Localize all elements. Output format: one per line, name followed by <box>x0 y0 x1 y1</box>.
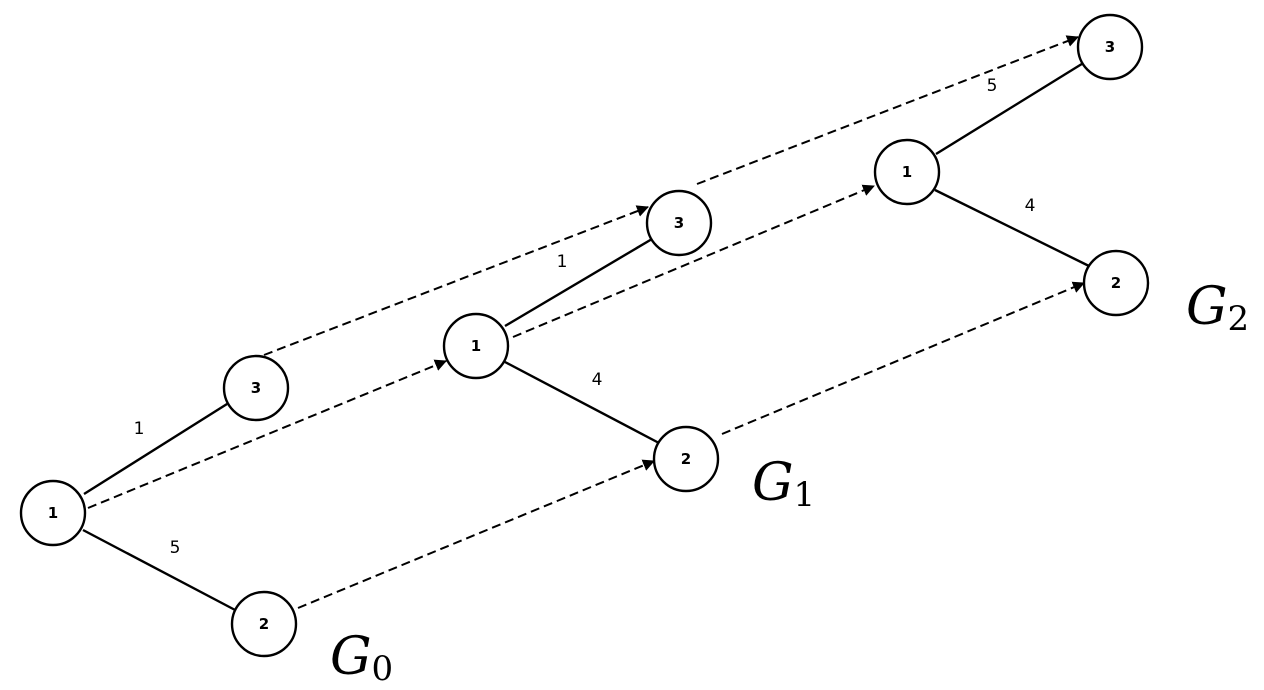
graph-label-g2: G2 <box>1186 277 1249 339</box>
node-g1-1: 1 <box>442 312 510 380</box>
transition-arrow-g0-node1-to-g1-node1 <box>87 359 447 509</box>
edge-g0-1-3 <box>83 402 228 496</box>
edge-g2-1-3 <box>935 60 1086 156</box>
edge-g0-1-2 <box>82 528 238 613</box>
graph-g2: 5 4 1 3 2 G2 <box>873 13 1249 339</box>
edge-g1-1-2 <box>504 360 660 445</box>
edge-g2-1-2 <box>934 188 1090 268</box>
transition-arrow-g0-node2-to-g1-node2 <box>297 459 655 609</box>
edge-weight-g0-1-2: 5 <box>170 538 181 558</box>
transition-arrow-g1-node2-to-g2-node2 <box>721 281 1085 435</box>
edge-weight-g2-1-3: 5 <box>987 76 998 96</box>
node-label: 1 <box>902 163 912 181</box>
node-g0-2: 2 <box>230 590 298 658</box>
node-g2-1: 1 <box>873 138 941 206</box>
edge-weight-g0-1-3: 1 <box>134 419 145 439</box>
node-label: 2 <box>681 450 691 468</box>
node-label: 2 <box>259 615 269 633</box>
node-g0-3: 3 <box>222 354 290 422</box>
edge-weight-g1-1-3: 1 <box>557 252 568 272</box>
node-g2-2: 2 <box>1082 249 1150 317</box>
node-label: 3 <box>1105 38 1115 56</box>
graph-g0: 1 5 1 3 2 G0 <box>19 354 393 689</box>
transition-arrow-g0-node3-to-g1-node3 <box>263 205 649 356</box>
edge-weight-g2-1-2: 4 <box>1025 196 1036 216</box>
edge-g1-1-3 <box>504 237 653 328</box>
transition-arrows <box>87 35 1085 609</box>
transition-arrow-g1-node3-to-g2-node3 <box>696 35 1079 185</box>
node-g1-3: 3 <box>645 189 713 257</box>
edge-weight-g1-1-2: 4 <box>592 370 603 390</box>
graph-g1: 1 4 1 3 2 G1 <box>442 189 815 515</box>
node-g2-3: 3 <box>1076 13 1144 81</box>
node-g0-1: 1 <box>19 479 87 547</box>
transition-arrow-g1-node1-to-g2-node1 <box>512 184 875 338</box>
node-label: 2 <box>1111 274 1121 292</box>
node-label: 1 <box>48 504 58 522</box>
node-label: 3 <box>674 214 684 232</box>
node-label: 1 <box>471 337 481 355</box>
node-label: 3 <box>251 379 261 397</box>
graph-label-g0: G0 <box>330 627 393 689</box>
graph-label-g1: G1 <box>752 453 815 515</box>
node-g1-2: 2 <box>652 425 720 493</box>
